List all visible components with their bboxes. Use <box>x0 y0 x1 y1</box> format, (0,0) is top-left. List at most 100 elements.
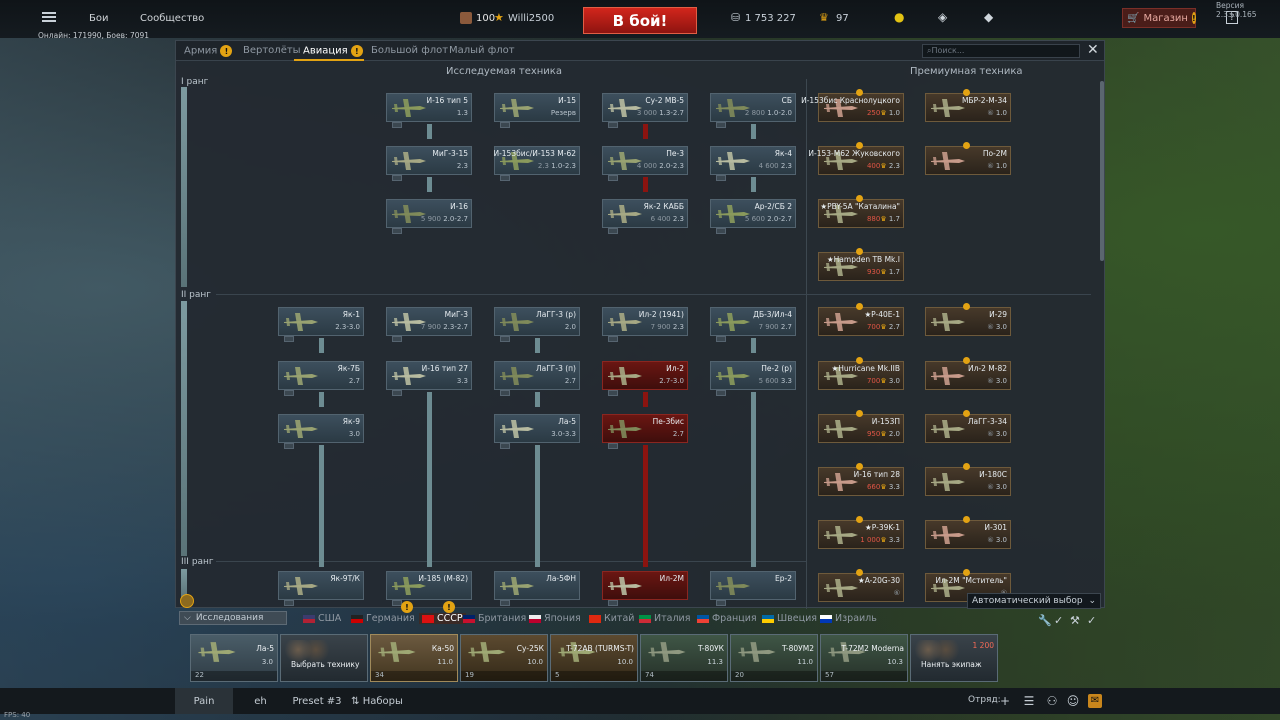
nation-tab[interactable]: Израиль <box>820 613 877 624</box>
expand-icon[interactable] <box>608 175 618 181</box>
lightbulb-icon[interactable]: ● <box>894 10 905 24</box>
player-name[interactable]: Willi2500 <box>508 13 555 24</box>
expand-icon[interactable] <box>500 336 510 342</box>
presets-button[interactable]: ⇅ Наборы <box>351 695 403 707</box>
preset-tab-eh[interactable]: eh <box>254 695 267 707</box>
expand-icon[interactable] <box>608 600 618 606</box>
expand-icon[interactable] <box>608 122 618 128</box>
expand-icon[interactable] <box>500 443 510 449</box>
player-avatar[interactable] <box>460 12 472 24</box>
nation-tab[interactable]: Италия <box>639 613 690 624</box>
expand-icon[interactable] <box>608 443 618 449</box>
nation-tab[interactable]: СССР <box>419 613 466 624</box>
repair-icon[interactable]: ⚒ <box>1070 614 1080 627</box>
help-icon[interactable]: ? <box>1226 11 1238 24</box>
expand-icon[interactable] <box>608 390 618 396</box>
nav-community[interactable]: Сообщество <box>140 13 205 24</box>
expand-icon[interactable] <box>500 175 510 181</box>
expand-icon[interactable] <box>284 443 294 449</box>
vehicle-card[interactable]: Ил-2М <box>602 571 688 606</box>
expand-icon[interactable] <box>392 175 402 181</box>
expand-icon[interactable] <box>608 336 618 342</box>
add-squad-icon[interactable]: + <box>999 694 1011 708</box>
expand-icon[interactable] <box>716 122 726 128</box>
crew-slot[interactable]: Выбрать технику <box>280 634 368 682</box>
expand-icon[interactable] <box>608 228 618 234</box>
research-toggle-button[interactable]: ⌵Исследования <box>179 611 287 625</box>
expand-icon[interactable] <box>284 336 294 342</box>
expand-icon[interactable] <box>392 122 402 128</box>
friends-icon[interactable]: ☰ <box>1023 694 1035 708</box>
expand-icon[interactable] <box>500 390 510 396</box>
nation-tab[interactable]: Германия <box>351 613 415 624</box>
tab-coastal-fleet[interactable]: Малый флот <box>449 45 515 56</box>
expand-icon[interactable] <box>392 228 402 234</box>
wiki-icon[interactable]: ◈ <box>938 10 948 24</box>
vehicle-card[interactable]: Ер-2 <box>710 571 796 606</box>
chat-icon[interactable]: ☺ <box>1066 694 1080 708</box>
nation-tab[interactable]: Китай <box>589 613 634 624</box>
marketplace-icon[interactable]: ◆ <box>984 10 994 24</box>
menu-icon[interactable] <box>42 12 56 22</box>
expand-icon[interactable] <box>500 600 510 606</box>
preset-tab-pain[interactable]: Pain <box>175 688 233 714</box>
wrench-icon[interactable]: 🔧 <box>1038 614 1052 627</box>
shop-button[interactable]: 🛒 Магазин ! <box>1122 8 1196 28</box>
battle-button[interactable]: В бой! <box>583 7 697 34</box>
contacts-icon[interactable]: ⚇ <box>1046 694 1058 708</box>
vehicle-card[interactable]: Ил-2 (1941)7 900 2.3 <box>602 307 688 342</box>
close-icon[interactable]: ✕ <box>1087 42 1099 58</box>
tree-scrollbar[interactable] <box>1100 81 1104 261</box>
vehicle-card[interactable]: Як-9Т/К <box>278 571 364 606</box>
nation-tab[interactable]: Япония <box>529 613 581 624</box>
expand-icon[interactable] <box>392 390 402 396</box>
vehicle-card[interactable]: ЛаГГ-3 (р)2.0 <box>494 307 580 342</box>
vehicle-card[interactable]: Ла-5ФН <box>494 571 580 606</box>
nation-tab[interactable]: Британия <box>463 613 526 624</box>
tab-bluewater-fleet[interactable]: Большой флот <box>371 45 449 56</box>
nav-battles[interactable]: Бои <box>89 13 109 24</box>
nation-tab[interactable]: США <box>303 613 341 624</box>
check-icon[interactable]: ✓ <box>1054 614 1064 627</box>
expand-icon[interactable] <box>284 390 294 396</box>
expand-icon[interactable] <box>716 390 726 396</box>
search-input[interactable]: ⌕Поиск... <box>922 44 1080 58</box>
